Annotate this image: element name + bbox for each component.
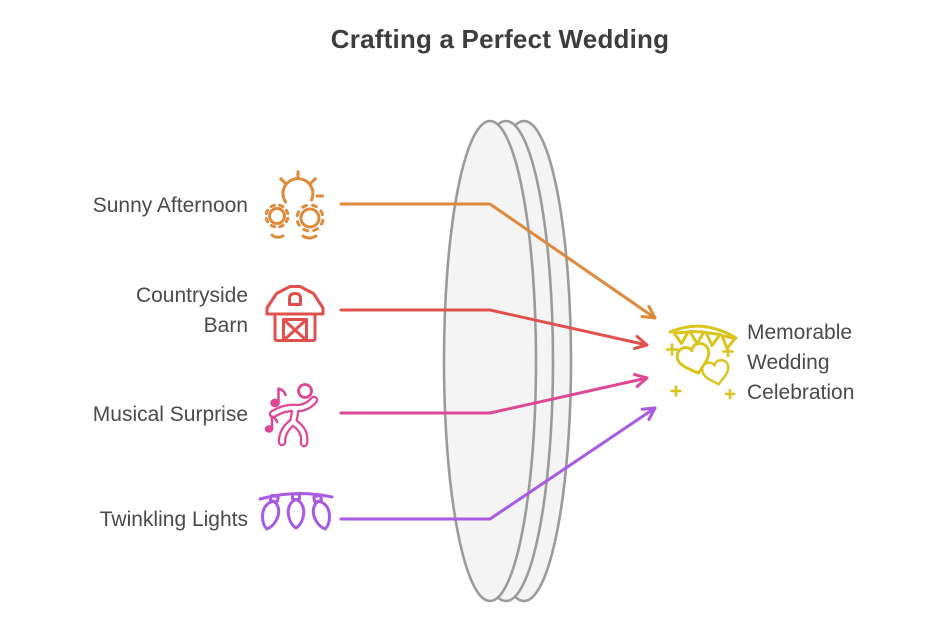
- input-label-sunny-afternoon: Sunny Afternoon: [92, 194, 248, 217]
- arrow-sunny-afternoon: [339, 202, 657, 320]
- string-lights-icon: [258, 491, 334, 531]
- arrow-musical-surprise: [339, 373, 649, 415]
- barn-icon: [265, 285, 325, 342]
- page-title: Crafting a Perfect Wedding: [330, 24, 670, 54]
- sun-icon: [264, 170, 325, 240]
- input-label-twinkling-lights: Twinkling Lights: [99, 508, 248, 531]
- hearts-banner-icon: [665, 324, 738, 400]
- output-label-memorable-wedding-celebration: Memorable Wedding Celebration: [747, 321, 855, 404]
- input-label-musical-surprise: Musical Surprise: [92, 403, 248, 426]
- dancing-person-icon: [264, 383, 319, 448]
- arrow-twinkling-lights: [339, 406, 657, 521]
- input-label-countryside-barn: Countryside Barn: [135, 284, 248, 337]
- arrow-countryside-barn: [339, 308, 649, 350]
- lens-shape: [442, 119, 573, 603]
